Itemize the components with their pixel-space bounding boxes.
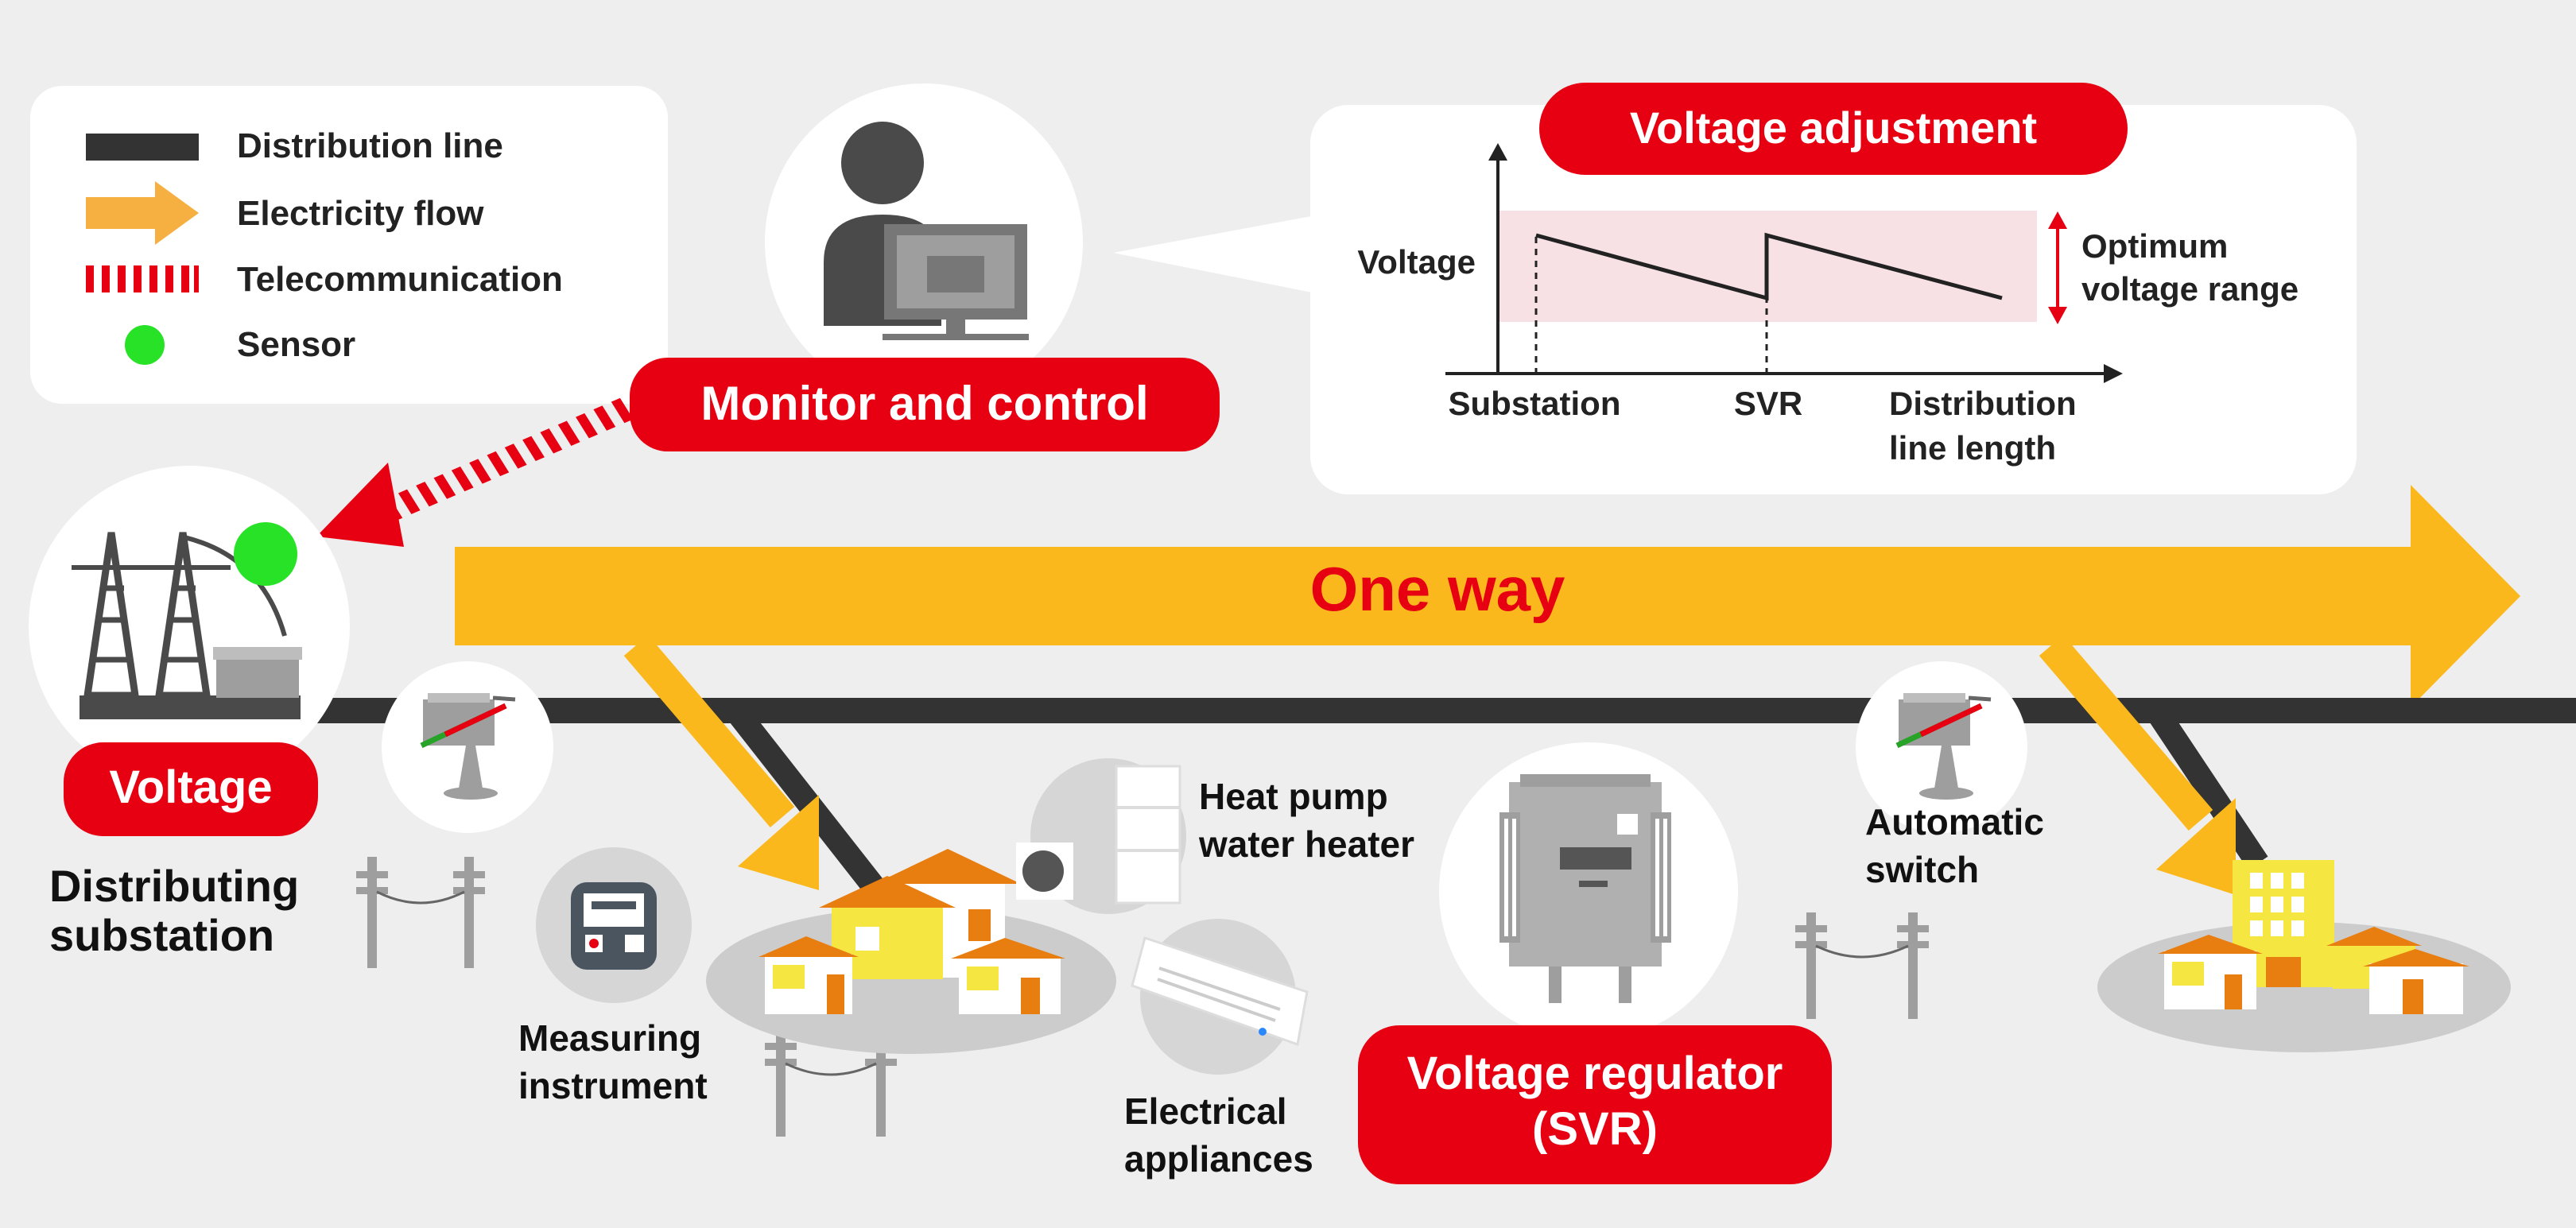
x-axis-arrowhead: [2104, 364, 2123, 383]
svr-regulator-icon: [1499, 774, 1671, 1003]
measuring-label-line2: instrument: [518, 1065, 708, 1106]
substation-circle: [29, 466, 350, 787]
telecom-dashed-line: [366, 397, 636, 529]
switch-icon-left: [420, 693, 516, 800]
legend: Distribution line Electricity flow Telec…: [30, 86, 668, 404]
appliances-label-line2: appliances: [1124, 1138, 1313, 1180]
switch-icon-right: [1895, 693, 1992, 800]
branch-flow-arrow-1: [623, 635, 819, 890]
houses-left: [706, 849, 1116, 1054]
house-icon-right: [951, 938, 1065, 1014]
range-label-line2: voltage range: [2081, 270, 2299, 308]
meter-icon: [571, 882, 657, 970]
apartment-building-icon: [2233, 860, 2334, 987]
legend-label-distribution: Distribution line: [237, 126, 503, 165]
utility-pole-left: [356, 857, 485, 968]
y-axis-arrowhead: [1488, 143, 1507, 161]
svr-badge: [1358, 1025, 1832, 1184]
switch-group-right: Automatic switch: [1856, 661, 2044, 890]
x-tick-svr: SVR: [1734, 385, 1802, 422]
substation-label-line1: Distributing: [49, 861, 299, 911]
monitor-control-badge: [630, 358, 1220, 451]
chart-title-badge: [1539, 83, 2128, 175]
operator-group: [765, 83, 1083, 401]
substation-label-line2: substation: [49, 910, 274, 960]
house-icon-far-right: [2326, 927, 2469, 1014]
house-icon-far-left: [2158, 935, 2263, 1009]
substation-sensor: [234, 522, 297, 586]
svr-label-line2: (SVR): [1532, 1103, 1658, 1155]
legend-panel: [30, 86, 668, 404]
sensor-dot: [125, 325, 165, 365]
one-way-label: One way: [1310, 554, 1565, 624]
x-axis-label-line1: Distribution: [1889, 385, 2077, 422]
arrow-swatch: [86, 181, 199, 245]
legend-label-flow: Electricity flow: [237, 194, 484, 233]
switch-label-line1: Automatic: [1865, 801, 2044, 843]
measuring-label-line1: Measuring: [518, 1017, 701, 1059]
range-label-line1: Optimum: [2081, 227, 2228, 265]
house-icon-left: [758, 936, 859, 1014]
houses-right: [2097, 860, 2511, 1052]
voltage-profile-line: [1535, 232, 2003, 301]
range-arrow-down: [2048, 307, 2067, 324]
legend-label-sensor: Sensor: [237, 325, 355, 364]
heatpump-group: Heat pump water heater: [1016, 758, 1414, 914]
x-axis-label-line2: line length: [1889, 429, 2056, 467]
switch-label-line2: switch: [1865, 849, 1979, 890]
heat-pump-icon: [1016, 765, 1181, 905]
dashed-swatch: [86, 265, 199, 292]
branch-flow-arrow-2: [2039, 635, 2236, 895]
voltage-badge: [64, 742, 318, 836]
chart-title: Voltage adjustment: [1630, 103, 2037, 153]
measuring-group: Measuring instrument: [518, 847, 708, 1106]
electricity-flow-arrow: [455, 485, 2520, 707]
heatpump-label-line1: Heat pump: [1199, 776, 1388, 817]
appliances-group: Electrical appliances: [1124, 919, 1313, 1180]
monitor-icon: [883, 224, 1029, 340]
svr-group: Voltage regulator (SVR): [1358, 742, 1832, 1184]
svr-label-line1: Voltage regulator: [1407, 1048, 1783, 1099]
substation-group: Voltage Distributing substation: [29, 466, 350, 960]
voltage-badge-label: Voltage: [109, 761, 272, 813]
line-swatch: [86, 134, 199, 161]
range-arrow-up: [2048, 211, 2067, 229]
legend-label-telecom: Telecommunication: [237, 260, 563, 299]
switch-group-left: [382, 661, 553, 833]
voltage-chart: Optimum voltage range Voltage Substation…: [1113, 83, 2357, 494]
x-tick-substation: Substation: [1449, 385, 1621, 422]
air-conditioner-icon: [1131, 936, 1309, 1047]
y-axis-label: Voltage: [1357, 243, 1476, 281]
monitor-control-label: Monitor and control: [700, 377, 1148, 430]
telecom-arrowhead: [316, 463, 404, 547]
utility-pole-right: [1795, 912, 1929, 1019]
callout-pointer: [1113, 215, 1320, 294]
appliances-label-line1: Electrical: [1124, 1090, 1287, 1132]
heatpump-label-line2: water heater: [1198, 823, 1414, 865]
